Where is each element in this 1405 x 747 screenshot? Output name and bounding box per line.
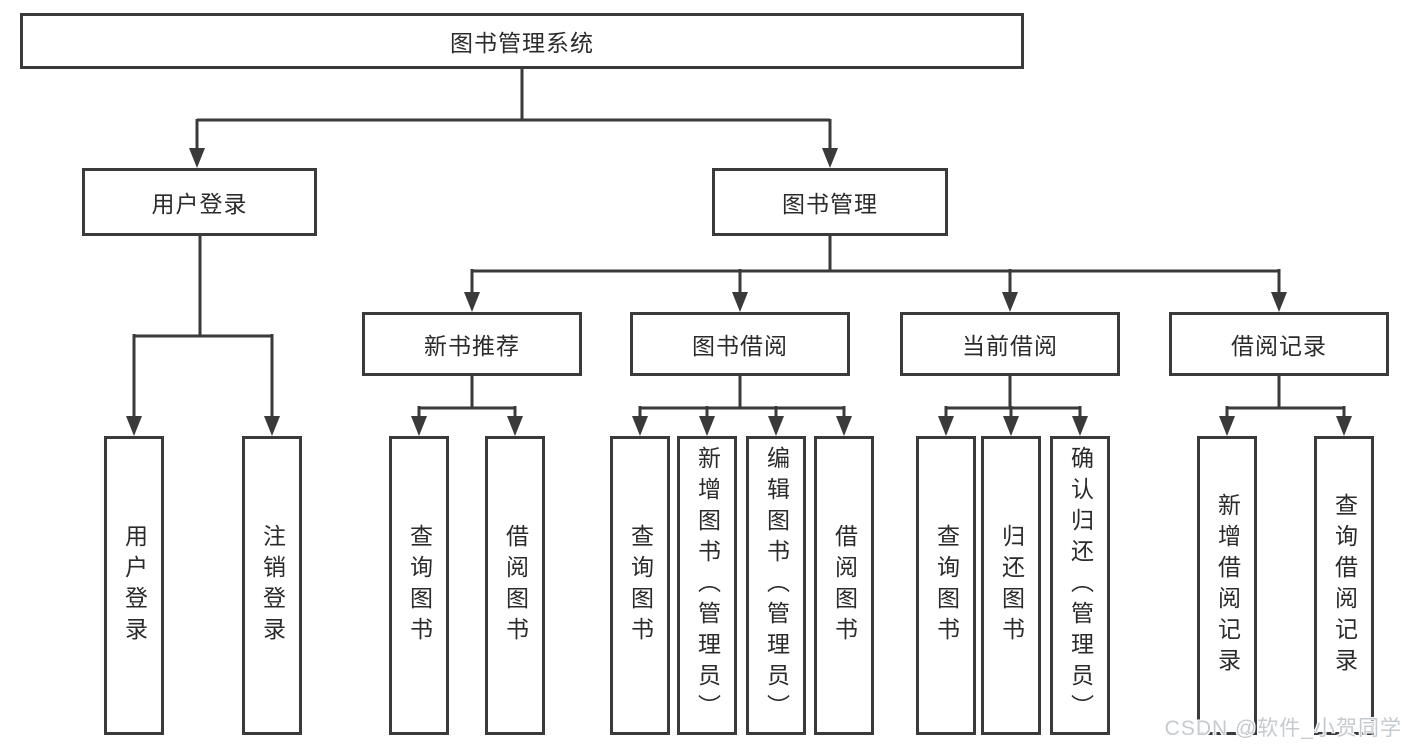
leaf-edit-book-admin-label: 编辑图书（管理员） — [763, 446, 790, 725]
leaf-query-books-current: 查询图书 — [916, 436, 976, 735]
node-root: 图书管理系统 — [20, 13, 1024, 69]
node-borrowing-records-label: 借阅记录 — [1231, 333, 1327, 359]
leaf-query-borrow-record: 查询借阅记录 — [1314, 436, 1374, 735]
leaf-query-books-recommend-label: 查询图书 — [406, 523, 433, 648]
arrowhead-icons — [126, 148, 1352, 436]
leaf-borrow-books-borrowing: 借阅图书 — [814, 436, 874, 735]
leaf-query-books-current-label: 查询图书 — [933, 523, 960, 648]
node-book-borrowing: 图书借阅 — [630, 312, 850, 376]
leaf-user-login-label: 用户登录 — [121, 523, 148, 648]
leaf-add-borrow-record: 新增借阅记录 — [1197, 436, 1257, 735]
leaf-return-book-label: 归还图书 — [998, 523, 1025, 648]
leaf-logout: 注销登录 — [242, 436, 302, 735]
leaf-logout-label: 注销登录 — [259, 523, 286, 648]
node-book-management: 图书管理 — [712, 168, 948, 236]
node-borrowing-records: 借阅记录 — [1169, 312, 1389, 376]
connector-lines — [132, 66, 1346, 418]
node-user-login-label: 用户登录 — [151, 191, 248, 217]
leaf-add-book-admin: 新增图书（管理员） — [677, 436, 737, 735]
node-user-login: 用户登录 — [82, 168, 317, 236]
leaf-edit-book-admin: 编辑图书（管理员） — [746, 436, 806, 735]
node-book-borrowing-label: 图书借阅 — [692, 333, 788, 359]
leaf-borrow-books-recommend-label: 借阅图书 — [502, 523, 529, 648]
node-new-book-recommend-label: 新书推荐 — [424, 333, 520, 359]
node-current-borrowing-label: 当前借阅 — [962, 333, 1058, 359]
leaf-confirm-return-admin: 确认归还（管理员） — [1050, 436, 1110, 735]
leaf-borrow-books-borrowing-label: 借阅图书 — [831, 523, 858, 648]
leaf-query-borrow-record-label: 查询借阅记录 — [1331, 492, 1358, 679]
node-current-borrowing: 当前借阅 — [900, 312, 1120, 376]
node-root-label: 图书管理系统 — [450, 30, 594, 56]
leaf-user-login: 用户登录 — [104, 436, 164, 735]
csdn-watermark: CSDN @软件_小贺同学 — [1164, 717, 1402, 740]
leaf-confirm-return-admin-label: 确认归还（管理员） — [1067, 446, 1094, 725]
leaf-add-book-admin-label: 新增图书（管理员） — [694, 446, 721, 725]
leaf-borrow-books-recommend: 借阅图书 — [485, 436, 545, 735]
leaf-query-books-recommend: 查询图书 — [389, 436, 449, 735]
node-book-management-label: 图书管理 — [782, 191, 878, 217]
leaf-add-borrow-record-label: 新增借阅记录 — [1214, 492, 1241, 679]
node-new-book-recommend: 新书推荐 — [362, 312, 582, 376]
leaf-query-books-borrowing-label: 查询图书 — [627, 523, 654, 648]
leaf-query-books-borrowing: 查询图书 — [610, 436, 670, 735]
leaf-return-book: 归还图书 — [981, 436, 1041, 735]
